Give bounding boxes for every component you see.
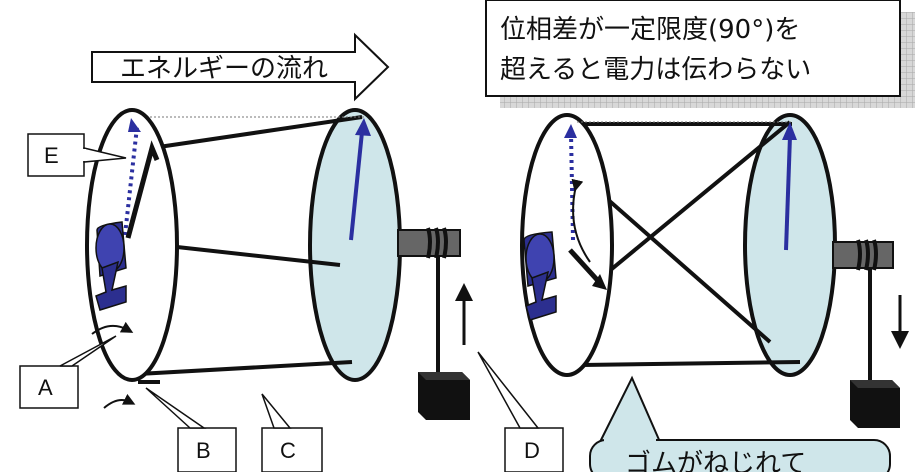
left-output-needle-tip — [355, 118, 371, 136]
left-rubber-bands — [119, 115, 363, 384]
note-line-1: 位相差が一定限度(90°)を — [500, 15, 800, 45]
left-dotted-needle-tip — [128, 118, 141, 132]
phase-shift-arrow-icon — [571, 178, 591, 263]
left-weight — [418, 372, 470, 420]
label-d: D — [524, 438, 540, 463]
phase-difference-note: 位相差が一定限度(90°)を 超えると電力は伝わらない — [485, 0, 915, 108]
speech-bubble: ゴムがねじれて — [589, 375, 891, 472]
right-dotted-needle-tip — [564, 124, 577, 138]
right-axle — [832, 241, 894, 269]
callout-e: E — [27, 133, 127, 177]
right-rubber-bands — [572, 120, 801, 367]
left-input-disc — [85, 108, 179, 382]
right-output-needle — [784, 135, 792, 251]
right-crank-arm-tip — [592, 274, 607, 290]
right-weight — [850, 380, 900, 428]
label-a: A — [38, 375, 53, 400]
right-output-needle-tip — [782, 122, 797, 140]
left-crank-icon — [95, 221, 127, 311]
right-crank-icon — [523, 231, 557, 321]
energy-flow-label: エネルギーの流れ — [120, 54, 328, 84]
callout-b: B — [145, 387, 237, 472]
speech-bubble-text: ゴムがねじれて — [625, 449, 806, 472]
note-box — [485, 0, 901, 97]
left-output-needle — [349, 131, 364, 241]
rotation-arrow-a-icon — [91, 321, 134, 335]
left-crank-arm — [125, 140, 160, 239]
rotation-arrow-b-icon — [103, 393, 136, 409]
label-e: E — [44, 143, 59, 168]
right-assembly — [520, 113, 909, 428]
left-assembly — [85, 108, 473, 420]
callout-a: A — [19, 335, 117, 409]
note-line-2: 超えると電力は伝わらない — [500, 55, 811, 85]
label-c: C — [280, 438, 296, 463]
callout-c: C — [261, 393, 323, 472]
right-spring-coil — [856, 239, 878, 271]
label-b: B — [196, 438, 211, 463]
right-crank-arm — [568, 248, 602, 285]
left-output-disc — [308, 108, 402, 382]
callout-d: D — [477, 351, 564, 472]
energy-flow-arrow: エネルギーの流れ — [91, 32, 390, 102]
left-spring-coil — [426, 227, 448, 259]
